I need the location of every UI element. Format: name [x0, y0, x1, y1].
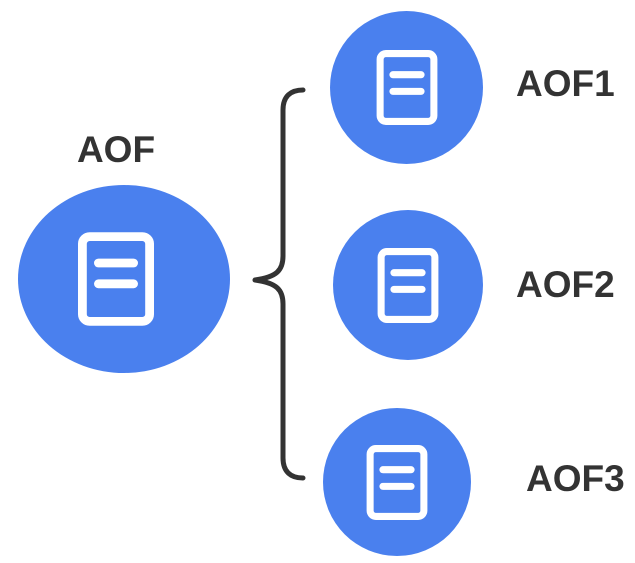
- child-node-label-aof3: AOF3: [526, 458, 625, 499]
- curly-brace-connector: [252, 87, 306, 481]
- source-node-label: AOF: [76, 129, 156, 170]
- child-node-label-aof2: AOF2: [516, 264, 615, 305]
- document-icon: [366, 444, 428, 520]
- child-node-label-aof1: AOF1: [516, 63, 615, 104]
- child-node-circle-aof3: [323, 408, 471, 556]
- document-icon: [377, 247, 439, 323]
- document-icon: [78, 232, 154, 326]
- document-icon: [376, 50, 437, 125]
- child-node-circle-aof2: [333, 210, 483, 360]
- child-node-circle-aof1: [330, 11, 483, 164]
- source-node-circle: [18, 185, 230, 373]
